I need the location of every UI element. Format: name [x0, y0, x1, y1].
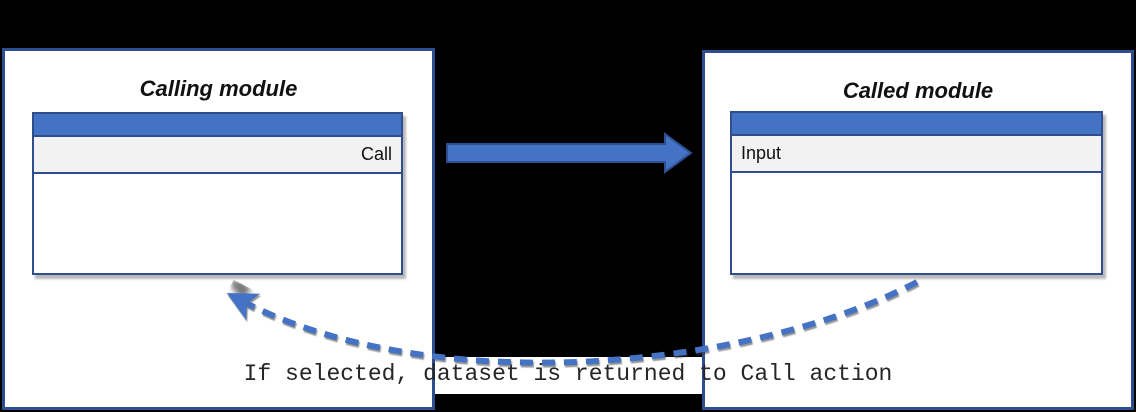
table-body	[34, 174, 401, 273]
return-caption: If selected, dataset is returned to Call…	[243, 361, 893, 387]
calling-module-action-table: Call	[32, 112, 403, 275]
table-header-bar	[34, 114, 401, 137]
table-body	[732, 173, 1101, 273]
call-action-row: Call	[34, 137, 401, 174]
calling-module-title: Calling module	[139, 76, 298, 101]
table-header-bar	[732, 113, 1101, 136]
called-module-title: Called module	[842, 78, 994, 103]
input-action-row: Input	[732, 136, 1101, 173]
called-module-action-table: Input	[730, 111, 1103, 275]
call-flow-arrow-icon	[446, 132, 693, 174]
